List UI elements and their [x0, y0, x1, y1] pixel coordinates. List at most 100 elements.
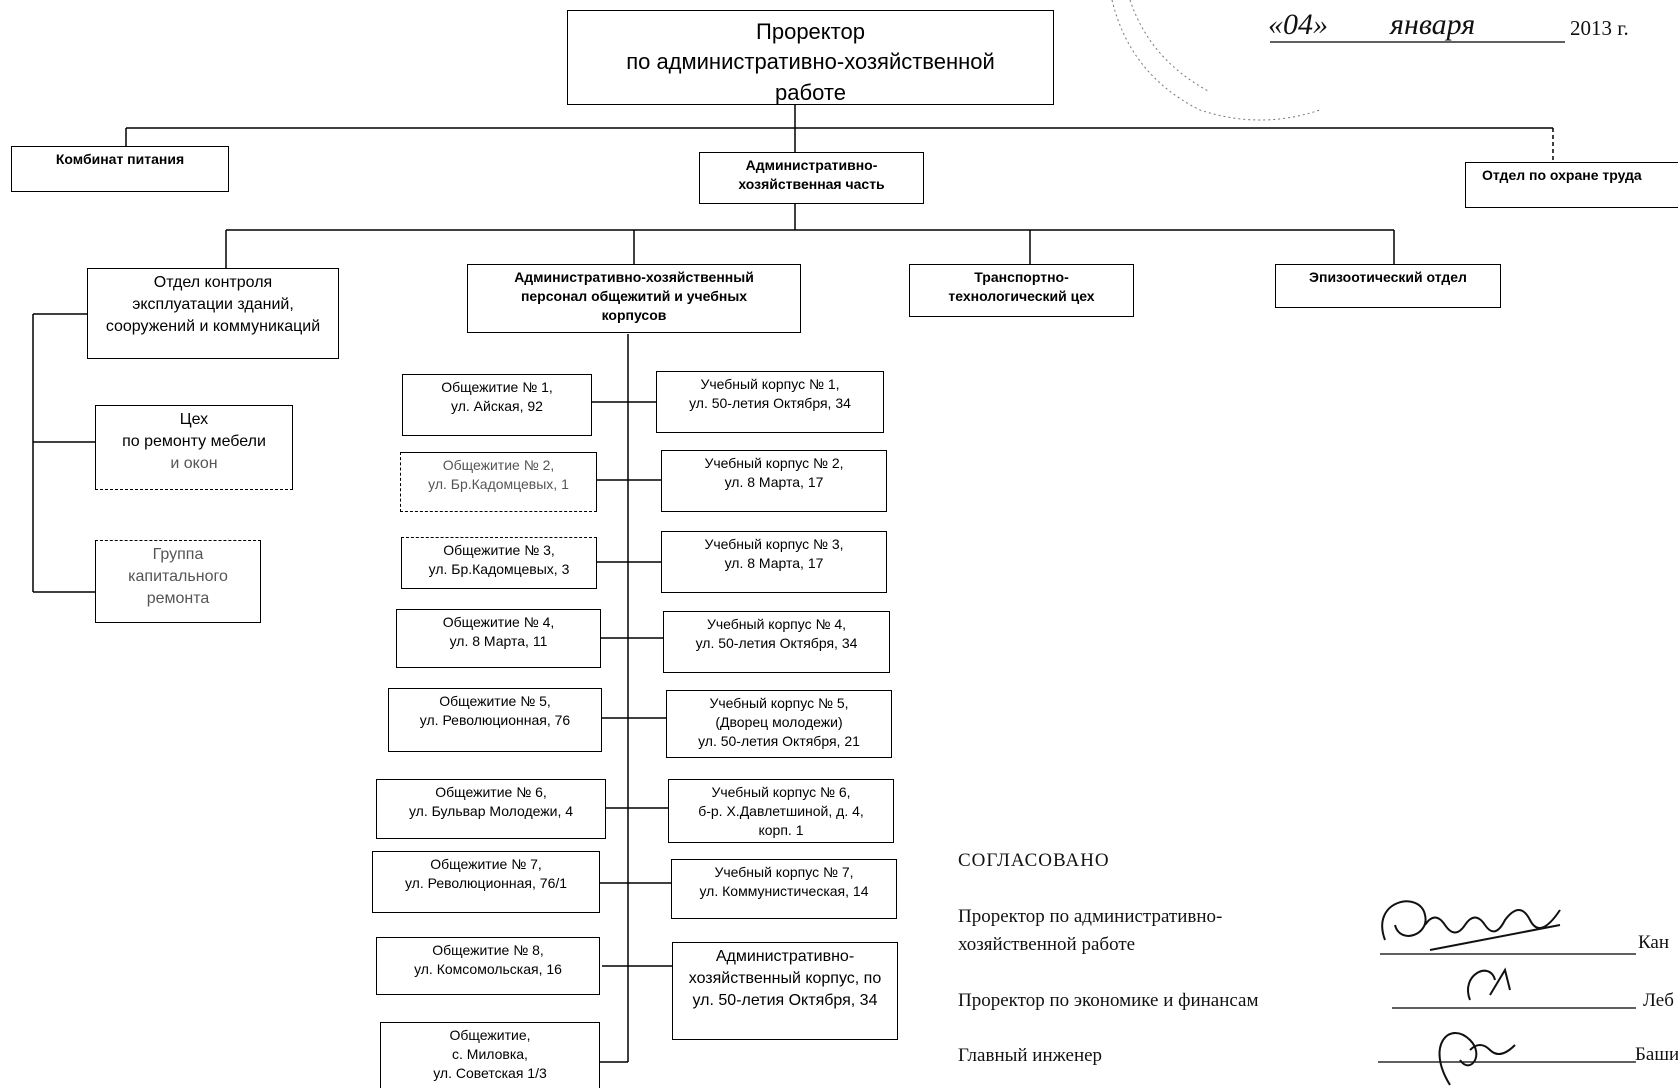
dormitory-line2: ул. Комсомольская, 16 [414, 961, 562, 978]
dormitory-line1: Общежитие № 8, [432, 942, 544, 958]
dormitory-2-box: Общежитие № 2, ул. Бр.Кадомцевых, 1 [400, 452, 597, 512]
academic-line3: корп. 1 [758, 822, 804, 839]
dormitory-line1: Общежитие № 7, [430, 856, 542, 872]
dormitory-line2: ул. Бр.Кадомцевых, 1 [428, 476, 569, 493]
dormitory-line2: ул. Бр.Кадомцевых, 3 [428, 561, 570, 578]
stamp-mark [1111, 0, 1321, 121]
building-control-line2: эксплуатации зданий, [132, 295, 294, 313]
academic-line1: Учебный корпус № 5, [709, 695, 849, 711]
academic-building-5-box: Учебный корпус № 5, (Дворец молодежи) ул… [666, 690, 892, 758]
admin-building-line1: Административно- [715, 948, 855, 965]
capital-repair-line2: капитального [128, 567, 228, 585]
dormitory-line1: Общежитие № 3, [443, 542, 555, 558]
dormitory-8-box: Общежитие № 8, ул. Комсомольская, 16 [376, 937, 600, 995]
furniture-shop-line2: по ремонту мебели [122, 432, 266, 450]
capital-repair-line3: ремонта [146, 589, 210, 607]
ahp-line1: Административно-хозяйственный [514, 269, 754, 285]
academic-line2: (Дворец молодежи) [715, 714, 843, 731]
capital-repair-line1: Группа [152, 546, 204, 563]
agreed-row1-line2: хозяйственной работе [958, 934, 1136, 955]
academic-building-3-box: Учебный корпус № 3, ул. 8 Марта, 17 [661, 531, 887, 593]
academic-building-6-box: Учебный корпус № 6, б-р. Х.Давлетшиной, … [668, 779, 894, 843]
academic-line1: Учебный корпус № 2, [704, 455, 844, 471]
agreed-title: СОГЛАСОВАНО [958, 850, 1110, 871]
agreed-row3-name: Баши [1635, 1044, 1678, 1065]
academic-line1: Учебный корпус № 1, [700, 376, 840, 392]
dormitory-line2: ул. Революционная, 76 [419, 712, 571, 729]
admin-building-line2: хозяйственный корпус, по [688, 969, 882, 987]
dormitory-milovka-box: Общежитие, с. Миловка, ул. Советская 1/3 [380, 1022, 600, 1088]
ahp-line2: персонал общежитий и учебных [520, 288, 748, 305]
food-plant-label: Комбинат питания [55, 151, 185, 167]
food-plant-box: Комбинат питания [11, 146, 229, 192]
academic-line1: Учебный корпус № 4, [706, 616, 847, 632]
academic-line1: Учебный корпус № 6, [711, 784, 851, 800]
furniture-shop-line1: Цех [179, 411, 209, 428]
dormitory-line1: Общежитие № 2, [442, 457, 555, 473]
dormitory-6-box: Общежитие № 6, ул. Бульвар Молодежи, 4 [376, 779, 606, 839]
agreed-row2: Проректор по экономике и финансам [958, 990, 1259, 1011]
vice-rector-box: Проректор по административно-хозяйственн… [567, 10, 1054, 105]
dormitory-4-box: Общежитие № 4, ул. 8 Марта, 11 [396, 609, 601, 668]
academic-line2: ул. 50-летия Октября, 34 [689, 395, 851, 412]
admin-building-line3: ул. 50-летия Октября, 34 [692, 991, 878, 1009]
academic-line2: ул. 50-летия Октября, 34 [695, 635, 858, 652]
furniture-shop-line3: и окон [170, 454, 218, 472]
labor-protection-box: Отдел по охране труда [1465, 162, 1678, 208]
academic-line1: Учебный корпус № 3, [704, 536, 844, 552]
epizootic-box: Эпизоотический отдел [1275, 264, 1501, 308]
dormitory-line1: Общежитие № 6, [435, 784, 547, 800]
dormitory-5-box: Общежитие № 5, ул. Революционная, 76 [388, 688, 602, 752]
academic-line1: Учебный корпус № 7, [714, 864, 854, 880]
agreed-row1-name: Кан [1638, 932, 1670, 953]
approval-month: января [1390, 8, 1476, 41]
agreed-row1-line1: Проректор по административно- [958, 906, 1223, 927]
ahc-box: Административно- хозяйственная часть [699, 152, 924, 204]
dormitory-line2: ул. Бульвар Молодежи, 4 [408, 803, 574, 820]
dormitory-3-box: Общежитие № 3, ул. Бр.Кадомцевых, 3 [401, 537, 597, 589]
transport-line1: Транспортно- [974, 269, 1069, 285]
transport-line2: технологический цех [948, 288, 1095, 305]
building-control-line1: Отдел контроля [153, 274, 273, 291]
admin-building-box: Административно- хозяйственный корпус, п… [672, 942, 898, 1040]
ahp-box: Административно-хозяйственный персонал о… [467, 264, 801, 333]
dormitory-line2: ул. Революционная, 76/1 [404, 875, 568, 892]
dormitory-1-box: Общежитие № 1, ул. Айская, 92 [402, 374, 592, 436]
dormitory-line1: Общежитие, [449, 1027, 531, 1043]
approval-year: 2013 г. [1570, 16, 1629, 40]
agreed-row3: Главный инженер [958, 1045, 1103, 1066]
agreed-row2-name: Леб [1643, 990, 1674, 1011]
furniture-shop-box: Цех по ремонту мебели и окон [95, 405, 293, 490]
dormitory-line1: Общежитие № 1, [441, 379, 553, 395]
dormitory-line1: Общежитие № 4, [442, 614, 555, 630]
dormitory-line2: ул. 8 Марта, 11 [449, 633, 548, 650]
ahp-line3: корпусов [601, 307, 667, 324]
building-control-box: Отдел контроля эксплуатации зданий, соор… [87, 268, 339, 359]
capital-repair-box: Группа капитального ремонта [95, 540, 261, 623]
academic-building-1-box: Учебный корпус № 1, ул. 50-летия Октября… [656, 371, 884, 433]
academic-line2: ул. 8 Марта, 17 [724, 555, 824, 572]
academic-building-4-box: Учебный корпус № 4, ул. 50-летия Октября… [663, 611, 890, 673]
academic-line2: б-р. Х.Давлетшиной, д. 4, [698, 803, 864, 820]
academic-line2: ул. 8 Марта, 17 [724, 474, 824, 491]
dormitory-line3: ул. Советская 1/3 [433, 1065, 547, 1082]
building-control-line3: сооружений и коммуникаций [105, 317, 321, 335]
dormitory-line1: Общежитие № 5, [439, 693, 551, 709]
transport-box: Транспортно- технологический цех [909, 264, 1134, 317]
academic-building-7-box: Учебный корпус № 7, ул. Коммунистическая… [671, 859, 897, 919]
vice-rector-line2: по административно-хозяйственной [626, 49, 995, 75]
academic-building-2-box: Учебный корпус № 2, ул. 8 Марта, 17 [661, 450, 887, 512]
epizootic-label: Эпизоотический отдел [1309, 269, 1467, 285]
academic-line3: ул. 50-летия Октября, 21 [698, 733, 860, 750]
vice-rector-line3: работе [775, 79, 846, 105]
labor-protection-label: Отдел по охране труда [1482, 167, 1642, 183]
approval-day: «04» [1268, 8, 1328, 41]
dormitory-line2: ул. Айская, 92 [451, 398, 543, 415]
academic-line2: ул. Коммунистическая, 14 [699, 883, 869, 900]
dormitory-line2: с. Миловка, [452, 1046, 528, 1063]
dormitory-7-box: Общежитие № 7, ул. Революционная, 76/1 [372, 851, 600, 913]
ahc-line2: хозяйственная часть [738, 176, 885, 193]
vice-rector-line1: Проректор [756, 19, 865, 44]
